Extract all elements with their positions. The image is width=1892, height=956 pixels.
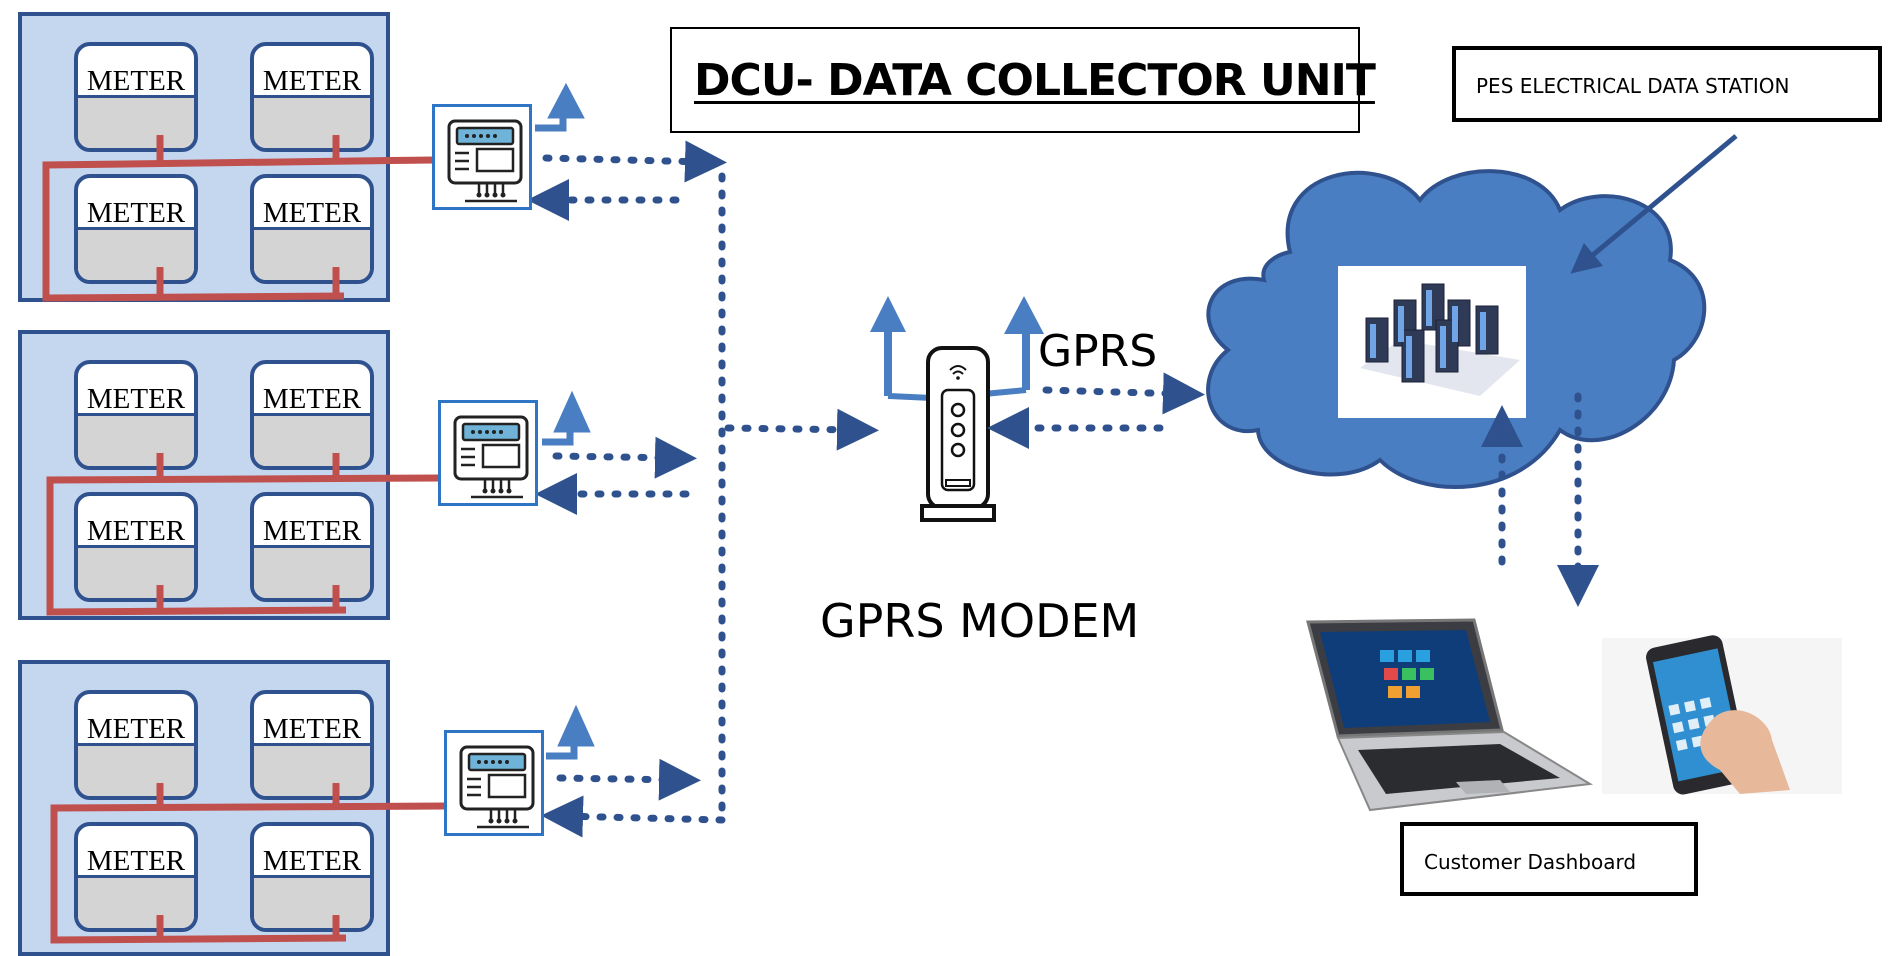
meter-display <box>254 743 370 796</box>
meter-label: METER <box>262 65 362 97</box>
meter-label: METER <box>86 197 186 229</box>
station-pointer-arrow <box>1570 134 1738 274</box>
meter-label: METER <box>86 65 186 97</box>
meter: METER <box>250 690 374 800</box>
meter-label: METER <box>262 713 362 745</box>
station-label-box: PES ELECTRICAL DATA STATION <box>1452 46 1882 122</box>
meter-display <box>78 95 194 148</box>
meter-display <box>78 413 194 466</box>
dashboard-label-box: Customer Dashboard <box>1400 822 1698 896</box>
meter-display <box>254 875 370 928</box>
meter-display <box>78 875 194 928</box>
dotted-links-dcu <box>527 140 879 838</box>
meter-display <box>78 743 194 796</box>
meter: METER <box>74 174 198 284</box>
meter-display <box>78 545 194 598</box>
diagram-title: DCU- DATA COLLECTOR UNIT <box>694 55 1376 106</box>
meter-label: METER <box>86 713 186 745</box>
meter: METER <box>250 42 374 152</box>
meter-display <box>254 545 370 598</box>
dashboard-label: Customer Dashboard <box>1424 850 1637 874</box>
meter: METER <box>250 492 374 602</box>
meter-wiring-1 <box>42 135 435 302</box>
dotted-links-gprs <box>987 372 1205 449</box>
meter-label: METER <box>262 515 362 547</box>
meter: METER <box>250 174 374 284</box>
meter: METER <box>74 492 198 602</box>
meter: METER <box>74 822 198 932</box>
meter-label: METER <box>262 197 362 229</box>
meter: METER <box>74 42 198 152</box>
meter: METER <box>250 822 374 932</box>
meter-label: METER <box>86 383 186 415</box>
smartphone-icon <box>1602 635 1842 795</box>
gprs-modem-icon <box>870 296 1044 522</box>
meter-label: METER <box>86 515 186 547</box>
server-rack-icon <box>1338 266 1526 418</box>
meter-display <box>78 227 194 280</box>
title-box: DCU- DATA COLLECTOR UNIT <box>670 27 1376 133</box>
modem-label: GPRS MODEM <box>820 594 1140 648</box>
meter-wiring-3 <box>50 783 445 944</box>
meter-display <box>254 227 370 280</box>
meter: METER <box>74 690 198 800</box>
dcu-device-3 <box>444 730 544 836</box>
station-label: PES ELECTRICAL DATA STATION <box>1476 74 1790 98</box>
gprs-label: GPRS <box>1038 326 1158 377</box>
dcu-device-icon <box>443 117 527 203</box>
meter-display <box>254 95 370 148</box>
dotted-links-dashboard <box>1481 392 1599 607</box>
meter-group-1: METER METER METER METER <box>18 12 390 302</box>
meter-wiring-2 <box>46 453 441 616</box>
dcu-antenna-arrows <box>535 82 595 760</box>
meter: METER <box>74 360 198 470</box>
meter-label: METER <box>86 845 186 877</box>
dcu-device-icon <box>455 743 539 829</box>
dcu-device-1 <box>432 104 532 210</box>
meter-label: METER <box>262 383 362 415</box>
meter-display <box>254 413 370 466</box>
meter-label: METER <box>262 845 362 877</box>
meter: METER <box>250 360 374 470</box>
laptop-icon <box>1306 618 1594 812</box>
dcu-device-2 <box>438 400 538 506</box>
dcu-device-icon <box>449 413 533 499</box>
